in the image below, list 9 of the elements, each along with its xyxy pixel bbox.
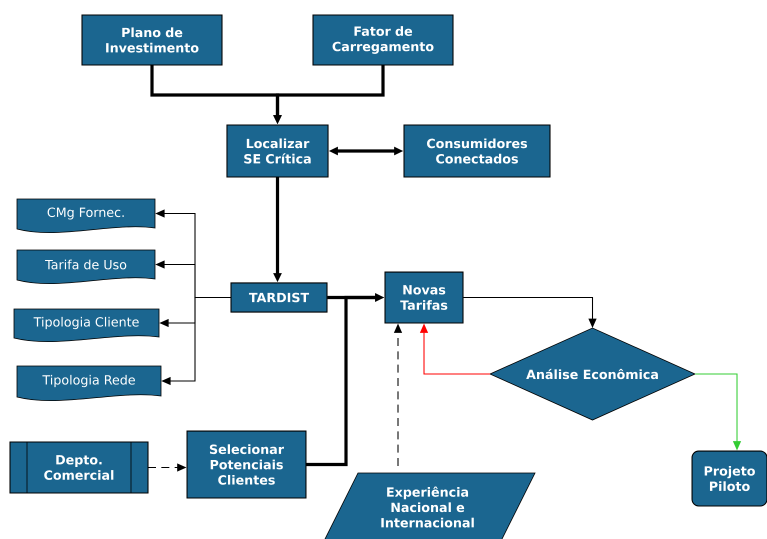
process-box: Fator de Carregamento <box>312 14 454 66</box>
process-box: Consumidores Conectados <box>403 124 551 178</box>
process-box: Novas Tarifas <box>384 272 464 324</box>
terminal-box: Projeto Piloto <box>692 450 767 506</box>
process-box: Selecionar Potenciais Clientes <box>186 430 306 498</box>
predefined-process-box: Depto. Comercial <box>9 441 149 494</box>
process-box: Plano de Investimento <box>81 14 223 66</box>
process-box: Localizar SE Crítica <box>226 124 329 178</box>
process-box: TARDIST <box>230 282 328 313</box>
